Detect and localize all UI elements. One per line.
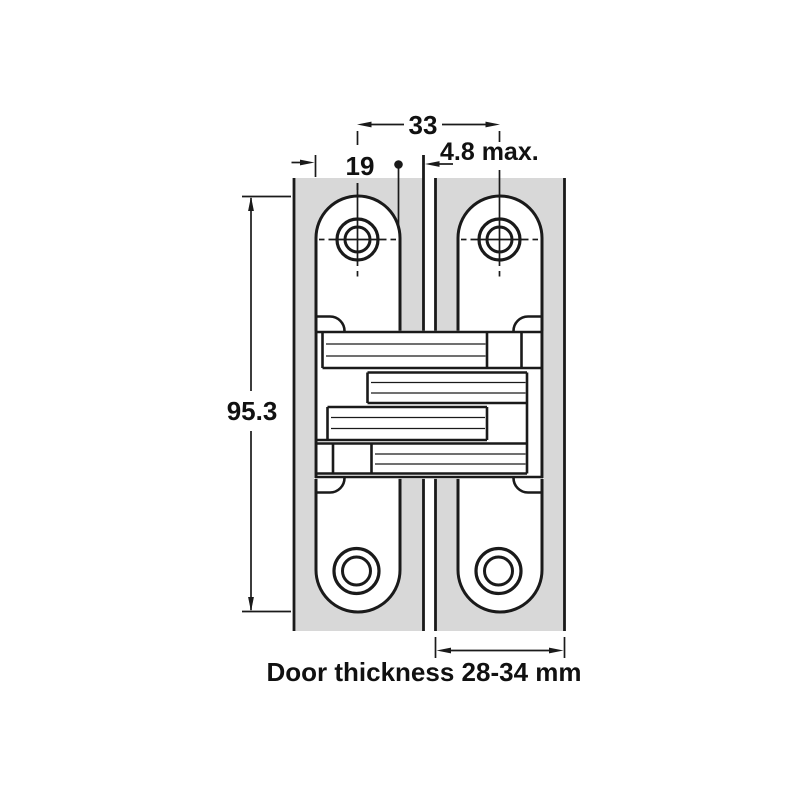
arrow-door-left	[436, 647, 451, 654]
link-bar-4	[316, 372, 529, 475]
link-bar-3	[316, 405, 489, 442]
fillet-top-left	[316, 315, 346, 332]
screw-hole-bottom-right	[474, 546, 523, 596]
dim-label-19: 19	[346, 151, 375, 181]
screw-hole-bottom-left	[332, 546, 381, 596]
link-bar-2	[366, 371, 527, 405]
fillet-bottom-right	[512, 477, 542, 494]
arrow-95-3-bottom	[248, 597, 254, 612]
centerline-top-right	[461, 170, 538, 277]
arrow-33-left	[357, 121, 372, 128]
dimension-leaf-width: 19	[291, 151, 403, 226]
dim-dot-19	[394, 160, 403, 169]
hinge-knuckle	[314, 315, 544, 494]
dimension-hole-spacing: 33	[356, 110, 501, 145]
arrow-door-right	[549, 647, 564, 654]
screw-hole-top-left	[319, 183, 396, 277]
screw-hole-top-right	[461, 170, 538, 277]
dim-label-door-thickness: Door thickness 28-34 mm	[266, 657, 581, 687]
dim-label-33: 33	[409, 110, 438, 140]
link-bar-1	[321, 332, 542, 370]
dimension-hinge-length: 95.3	[227, 195, 291, 613]
arrow-4-8	[425, 161, 440, 167]
fillet-bottom-left	[316, 477, 346, 494]
dim-label-4-8-max: 4.8 max.	[440, 138, 539, 166]
dimension-gap-max: 4.8 max.	[425, 138, 539, 167]
fillet-top-right	[512, 315, 542, 332]
dim-label-95-3: 95.3	[227, 396, 278, 426]
arrow-19	[300, 159, 315, 166]
knuckle-background	[314, 330, 544, 479]
centerline-top-left	[319, 183, 396, 277]
dimension-door-thickness: Door thickness 28-34 mm	[266, 637, 582, 687]
arrow-95-3-top	[248, 196, 254, 211]
arrow-33-right	[485, 121, 500, 128]
